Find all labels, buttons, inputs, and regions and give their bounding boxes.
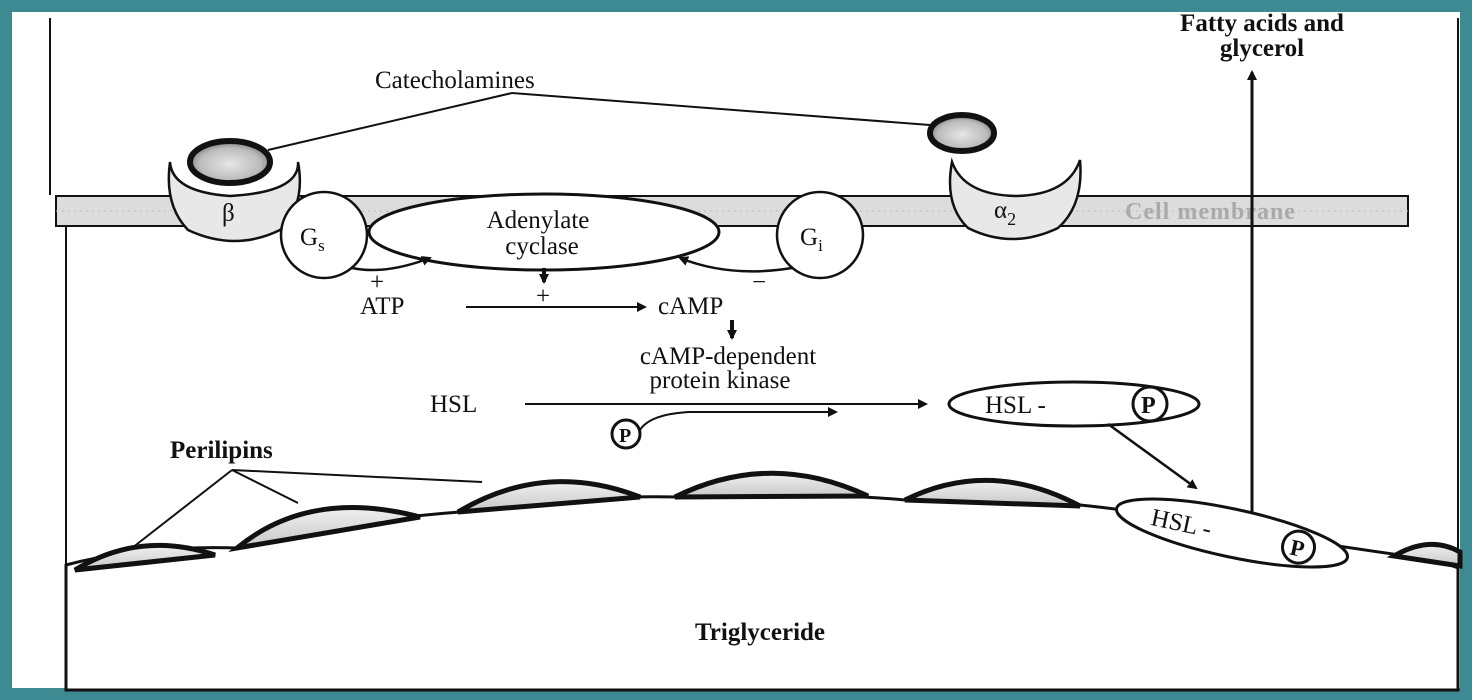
- catecholamine-line-alpha: [512, 93, 930, 125]
- perilipin-leader-2: [232, 470, 298, 503]
- phosphate-free-label: P: [619, 425, 631, 447]
- beta-label: β: [222, 200, 235, 227]
- gs-plus-sign: +: [370, 269, 384, 296]
- adenylate-label: Adenylate: [487, 207, 590, 234]
- gs-protein-icon: [281, 192, 367, 278]
- pka-label-line2: protein kinase: [650, 367, 791, 394]
- camp-label: cAMP: [658, 293, 723, 320]
- phosphate-circle-label: P: [1141, 393, 1156, 419]
- perilipin-leader-3: [232, 470, 482, 482]
- cyclase-label: cyclase: [505, 233, 579, 260]
- perilipin-leader-1: [132, 470, 232, 548]
- phosphate-transfer-arrow: [640, 412, 836, 430]
- perilipin-bump-4: [675, 473, 868, 497]
- center-plus-sign: +: [536, 283, 550, 310]
- perilipins-label: Perilipins: [170, 437, 273, 464]
- catecholamines-label: Catecholamines: [375, 67, 535, 94]
- hsl-label: HSL: [430, 391, 477, 418]
- pka-label-line1: cAMP-dependent: [640, 343, 816, 370]
- hsl-translocation-arrow: [1108, 424, 1196, 488]
- atp-label: ATP: [360, 293, 404, 320]
- fatty-acids-label: Fatty acids and: [1180, 10, 1344, 37]
- glycerol-label: glycerol: [1220, 35, 1304, 62]
- ligand-alpha-icon: [930, 115, 994, 151]
- ligand-beta-icon: [190, 141, 270, 183]
- hsl-p-cytosolic-label: HSL -: [985, 392, 1046, 419]
- gi-inhibition-arrow: [680, 258, 792, 271]
- triglyceride-label: Triglyceride: [695, 619, 825, 646]
- perilipin-bump-5: [905, 480, 1080, 506]
- cell-membrane-label: Cell membrane: [1125, 199, 1296, 225]
- catecholamine-line-beta: [268, 93, 512, 150]
- gi-minus-sign: −: [752, 269, 766, 296]
- gi-protein-icon: [777, 192, 863, 278]
